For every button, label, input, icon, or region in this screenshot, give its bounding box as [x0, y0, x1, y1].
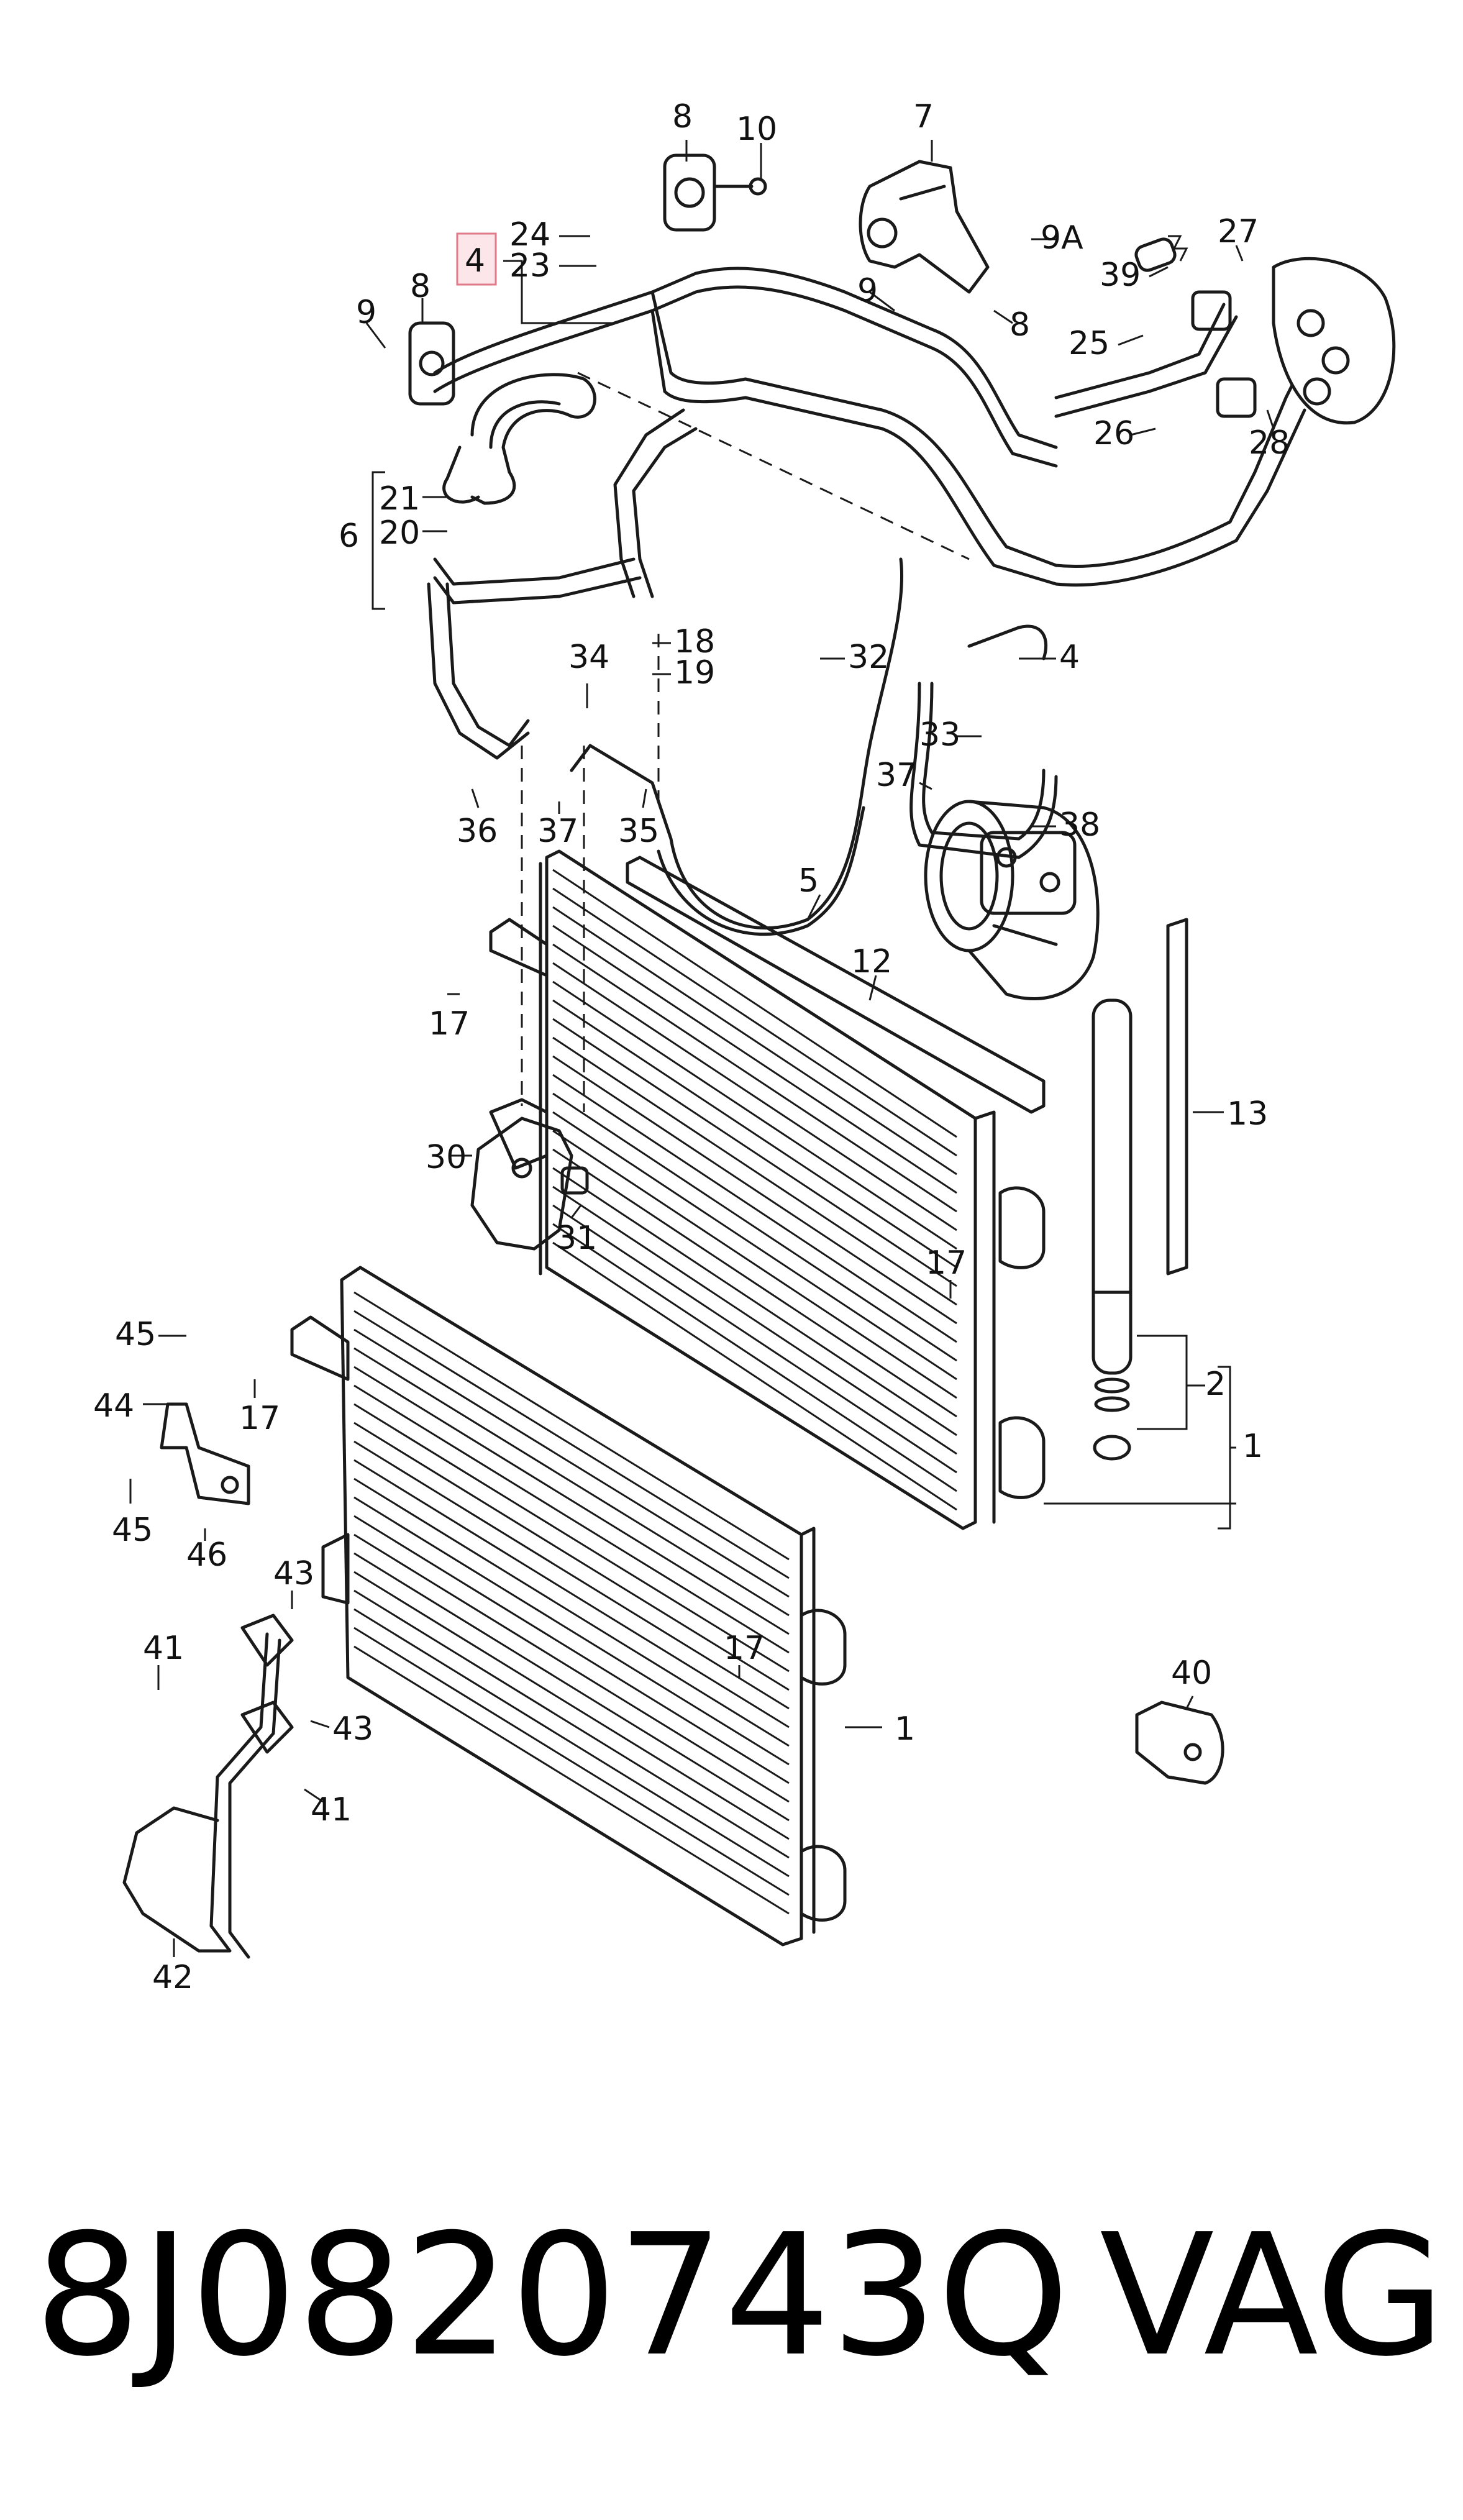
- part-number: 8J0820743Q: [34, 2198, 1070, 2393]
- callout-label: 20: [379, 514, 420, 552]
- refrigerant-pipes: [427, 267, 1306, 936]
- pipe-42: [122, 1614, 294, 1959]
- callout-label: 42: [152, 1959, 193, 1996]
- callout-label: 8: [410, 268, 431, 305]
- bracket-30: [470, 1116, 589, 1251]
- callout-label: 43: [332, 1710, 373, 1748]
- callout-label: 38: [1059, 806, 1100, 844]
- callout-label: 10: [736, 111, 777, 148]
- seal-strips: [626, 856, 1188, 1276]
- callout-label: 41: [311, 1791, 352, 1828]
- callout-label: 2: [1205, 1366, 1226, 1403]
- callout-label-highlighted: 4: [465, 242, 485, 280]
- ac-compressor: [924, 800, 1100, 1000]
- leader-lines: [129, 140, 1275, 1957]
- expansion-valve-assembly: [1134, 235, 1396, 425]
- callout-label: 27: [1218, 213, 1259, 250]
- callout-label: 8: [1010, 306, 1030, 344]
- callout-label: 1: [895, 1710, 915, 1748]
- callout-label: 37: [537, 813, 578, 850]
- callout-label: 46: [186, 1536, 227, 1574]
- callout-label: 9: [857, 272, 878, 309]
- callout-label: 19: [674, 654, 715, 692]
- callout-label: 17: [724, 1630, 765, 1667]
- highlight-box: [456, 232, 497, 286]
- callout-label: 26: [1093, 415, 1134, 452]
- callout-labels: 8 10 7 24 23 4 9 8 9A 27 39 9 8 25 26 28…: [93, 98, 1290, 1996]
- bracket-44: [160, 1402, 250, 1505]
- callout-label: 24: [509, 216, 550, 253]
- brand-name: VAG: [1100, 2198, 1446, 2393]
- callout-label: 40: [1171, 1655, 1212, 1692]
- pressure-switch: [1135, 1701, 1224, 1785]
- callout-label: 8: [672, 98, 693, 135]
- callout-label: 45: [112, 1512, 153, 1549]
- condenser-upper: [489, 849, 1046, 1530]
- callout-label: 5: [798, 862, 819, 900]
- callout-label: 13: [1227, 1095, 1268, 1133]
- callout-label: 6: [339, 518, 359, 555]
- callout-label: 39: [1100, 257, 1141, 294]
- callout-label: 45: [115, 1316, 156, 1353]
- callout-label: 4: [1059, 639, 1080, 676]
- callout-label: 43: [273, 1555, 314, 1592]
- callout-label: 23: [509, 247, 550, 285]
- callout-label: 21: [379, 480, 420, 518]
- callout-label: 36: [457, 813, 498, 850]
- callout-label: 32: [848, 639, 889, 676]
- callout-label: 28: [1249, 424, 1290, 462]
- callout-label: 17: [926, 1244, 967, 1282]
- receiver-drier: [1092, 998, 1133, 1461]
- callout-label: 31: [556, 1220, 597, 1257]
- callout-label: 17: [429, 1005, 470, 1043]
- callout-label: 1: [1242, 1428, 1263, 1465]
- callout-label: 18: [674, 623, 715, 660]
- callout-label: 9: [356, 294, 376, 331]
- bracket-7: [859, 160, 990, 294]
- condenser-lower-fins: [353, 1291, 790, 1915]
- hose-assembly-left: [408, 321, 596, 505]
- callout-label: 41: [143, 1630, 184, 1667]
- callout-label: 33: [919, 716, 960, 754]
- callout-label: 17: [239, 1400, 280, 1437]
- callout-label: 9A: [1041, 219, 1083, 257]
- callout-label: 35: [618, 813, 659, 850]
- callout-label: 37: [876, 757, 917, 794]
- condenser-upper-fins: [552, 869, 957, 1511]
- callout-label: 12: [851, 943, 892, 980]
- callout-label: 34: [568, 639, 609, 676]
- callout-label: 30: [426, 1139, 467, 1176]
- condenser-lower: [290, 1266, 847, 1947]
- callout-label: 7: [913, 98, 934, 135]
- callout-label: 25: [1069, 325, 1110, 362]
- callout-label: 44: [93, 1387, 134, 1425]
- dashed-guides: [521, 372, 970, 1112]
- pipe-clamp-top: [663, 153, 767, 232]
